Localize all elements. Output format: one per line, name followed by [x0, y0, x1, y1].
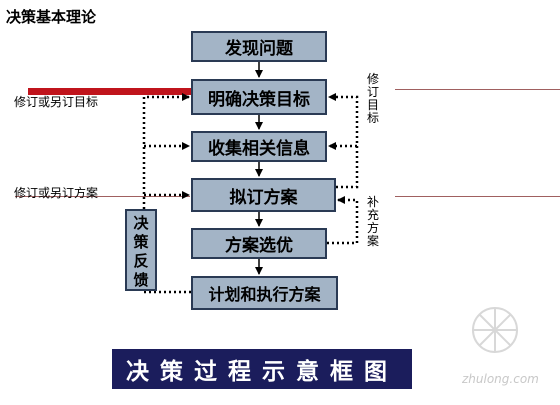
step-discover-problem: 发现问题: [191, 31, 327, 62]
feedback-loop-right-outer: [328, 93, 359, 189]
watermark-logo: [472, 307, 518, 353]
label-revise-goal-left: 修订或另订目标: [14, 95, 99, 109]
step-select-plan: 方案选优: [191, 228, 327, 259]
step-draft-plan: 拟订方案: [191, 178, 336, 212]
divider-line: [395, 196, 560, 197]
label-revise-goal-right: 修 订 目 标: [366, 72, 379, 125]
page-title: 决策基本理论: [6, 8, 97, 26]
divider-line: [395, 89, 560, 90]
divider-line: [15, 196, 190, 197]
step-define-goal: 明确决策目标: [191, 79, 327, 115]
diagram-caption-banner: 决策过程示意框图: [112, 349, 412, 389]
watermark-text: zhulong.com: [462, 372, 539, 386]
decision-feedback-box: 决 策 反 馈: [125, 209, 157, 291]
label-supplement-plan-right: 补 充 方 案: [366, 195, 379, 248]
red-accent-line: [28, 88, 193, 95]
step-collect-info: 收集相关信息: [191, 131, 327, 162]
label-revise-plan-left: 修订或另订方案: [14, 186, 99, 200]
step-execute-plan: 计划和执行方案: [191, 276, 338, 310]
feedback-loop-right-lower: [327, 196, 359, 245]
